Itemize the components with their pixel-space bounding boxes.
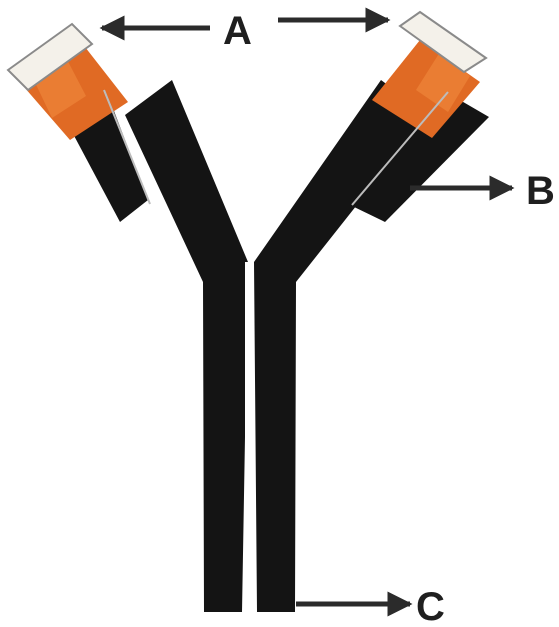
label-c: C (416, 585, 445, 627)
label-a: A (223, 9, 252, 53)
label-b: B (526, 169, 555, 213)
heavy-chain-left (125, 80, 248, 612)
